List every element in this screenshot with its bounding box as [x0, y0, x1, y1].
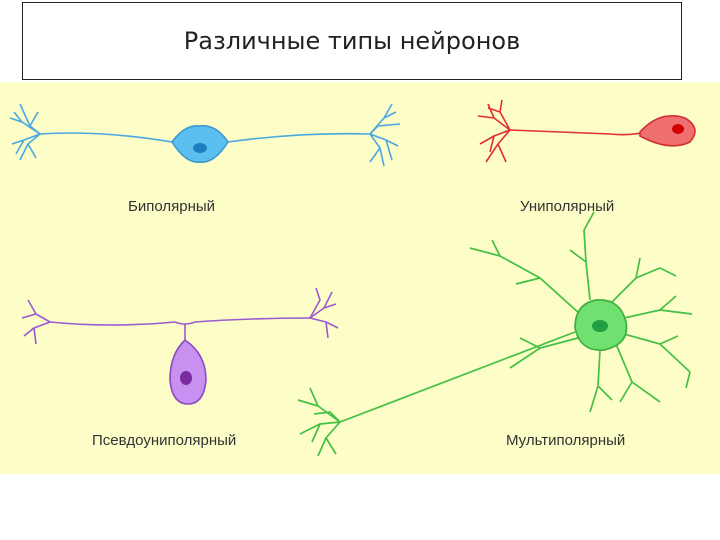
unipolar-neuron	[477, 99, 696, 163]
neuron-diagram-panel: Биполярный Униполярный Псевдоуниполярный…	[0, 82, 720, 474]
label-unipolar: Униполярный	[520, 198, 615, 215]
label-bipolar: Биполярный	[128, 198, 216, 215]
pseudounipolar-neuron	[21, 287, 339, 405]
label-pseudounipolar: Псевдоуниполярный	[92, 432, 237, 449]
slide-title-box: Различные типы нейронов	[22, 2, 682, 80]
label-multipolar: Мультиполярный	[506, 432, 626, 449]
multipolar-neuron	[297, 211, 693, 457]
bipolar-neuron	[9, 103, 401, 167]
neuron-diagram	[9, 99, 696, 457]
slide-title: Различные типы нейронов	[183, 27, 521, 55]
